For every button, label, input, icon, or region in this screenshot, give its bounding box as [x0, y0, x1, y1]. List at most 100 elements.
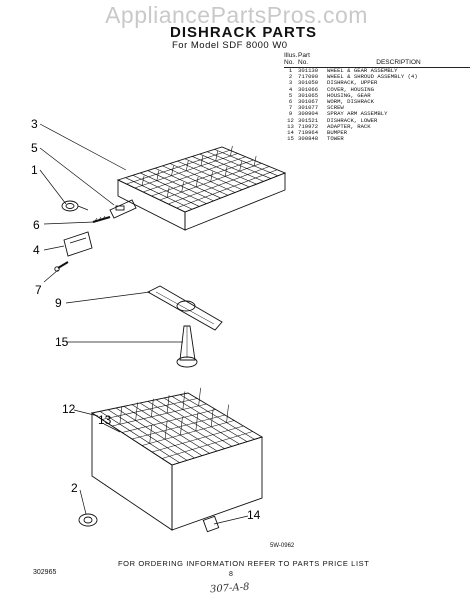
callout-3: 3: [31, 117, 38, 131]
watermark-text: AppliancePartsPros.com: [105, 2, 368, 28]
document-code: 302965: [33, 569, 57, 576]
row-illus-no: 5: [288, 91, 293, 99]
dishrack-worm: [92, 215, 111, 224]
rack-wire: [239, 161, 242, 172]
leader-lines: [39, 123, 249, 525]
rack-wire: [156, 170, 160, 181]
callout-5: 5: [31, 141, 38, 155]
row-description: WHEEL & SHROUD ASSEMBLY (4): [327, 73, 418, 81]
row-part-no: 301065: [298, 91, 319, 99]
parts-table-header: Illus. No. Part No. DESCRIPTION: [284, 52, 470, 68]
rack-wire: [101, 398, 198, 420]
callout-15: 15: [55, 335, 69, 349]
parts-row: 1 301130 WHEEL & GEAR ASSEMBLY: [284, 68, 470, 75]
header-illus-no: Illus. No.: [284, 52, 298, 68]
row-description: WORM, DISHRACK: [327, 98, 374, 106]
rack-wire: [195, 412, 199, 431]
row-part-no: 301130: [298, 67, 319, 74]
row-description: COVER, HOUSING: [327, 85, 374, 93]
row-illus-no: 4: [288, 85, 293, 93]
row-description: SCREW: [327, 104, 344, 112]
rack-wire: [149, 425, 152, 444]
row-part-no: 717090: [298, 73, 319, 81]
row-part-no: 301077: [298, 104, 319, 112]
rack-wire: [171, 165, 174, 176]
row-description: HOUSING, GEAR: [327, 91, 371, 99]
rack-wire: [181, 182, 184, 193]
model-subtitle: For Model SDF 8000 W0: [172, 40, 288, 51]
row-description: TOWER: [327, 135, 344, 143]
rack-wire: [166, 187, 170, 198]
rack-wire: [210, 408, 214, 427]
row-illus-no: 9: [288, 110, 293, 118]
callout-13: 13: [98, 413, 112, 427]
callout-1: 1: [31, 163, 38, 177]
row-description: WHEEL & GEAR ASSEMBLY: [327, 67, 398, 74]
spray-arm-assembly: [147, 285, 223, 331]
gear-housing: [109, 199, 137, 219]
row-description: ADAPTER, RACK: [327, 122, 371, 130]
rack-wire: [224, 166, 228, 177]
rack-bumper: [202, 515, 220, 533]
row-illus-no: 2: [288, 73, 293, 81]
row-illus-no: 1: [288, 67, 293, 74]
rack-wire: [151, 398, 154, 417]
tower: [176, 325, 198, 368]
row-part-no: 300848: [298, 135, 319, 143]
page-title: DISHRACK PARTS: [170, 24, 318, 41]
parts-row: 4 301066 COVER, HOUSING: [284, 85, 470, 93]
callout-9: 9: [55, 296, 62, 310]
callout-7: 7: [35, 283, 42, 297]
row-part-no: 300904: [298, 110, 319, 118]
row-part-no: 301067: [298, 98, 319, 106]
callout-12: 12: [62, 402, 76, 416]
row-illus-no: 13: [287, 122, 294, 130]
figure-code: 5W-0962: [270, 543, 295, 549]
row-part-no: 301050: [298, 79, 319, 87]
row-part-no: 301066: [298, 85, 319, 93]
row-illus-no: 14: [287, 129, 294, 137]
rack-wire: [230, 145, 233, 157]
housing-cover: [63, 231, 93, 257]
callout-2: 2: [71, 481, 78, 495]
upper-dishrack: [116, 145, 287, 231]
row-illus-no: 15: [287, 135, 294, 143]
row-description: BUMPER: [327, 129, 348, 137]
rack-wire: [195, 176, 199, 187]
rack-wire: [121, 409, 216, 433]
parts-row: 5 301065 HOUSING, GEAR: [284, 91, 470, 99]
rack-wire: [215, 150, 218, 161]
parts-row: 2 717090 WHEEL & SHROUD ASSEMBLY (4): [284, 73, 470, 81]
rack-wire: [141, 420, 235, 446]
header-part-no: Part No.: [298, 52, 327, 68]
ordering-note: FOR ORDERING INFORMATION REFER TO PARTS …: [118, 559, 370, 568]
parts-row: 15 300848 TOWER: [284, 136, 470, 142]
rack-wire: [168, 166, 270, 205]
rack-wire: [226, 404, 229, 423]
rack-wire: [161, 431, 253, 459]
rack-wire: [166, 395, 170, 414]
rack-wire: [111, 403, 207, 427]
rack-wire: [198, 387, 201, 406]
row-description: DISHRACK, UPPER: [327, 79, 378, 87]
wheel-shroud-assembly: [78, 513, 98, 527]
row-description: DISHRACK, LOWER: [327, 116, 378, 124]
callout-4: 4: [33, 243, 40, 257]
rack-wire: [200, 155, 204, 166]
rack-wire: [119, 406, 123, 425]
row-illus-no: 12: [287, 116, 294, 124]
rack-wire: [135, 402, 138, 421]
page-number: 8: [229, 571, 233, 578]
rack-wire: [176, 169, 278, 209]
rack-wire: [210, 171, 213, 182]
rack-wire: [151, 425, 244, 453]
